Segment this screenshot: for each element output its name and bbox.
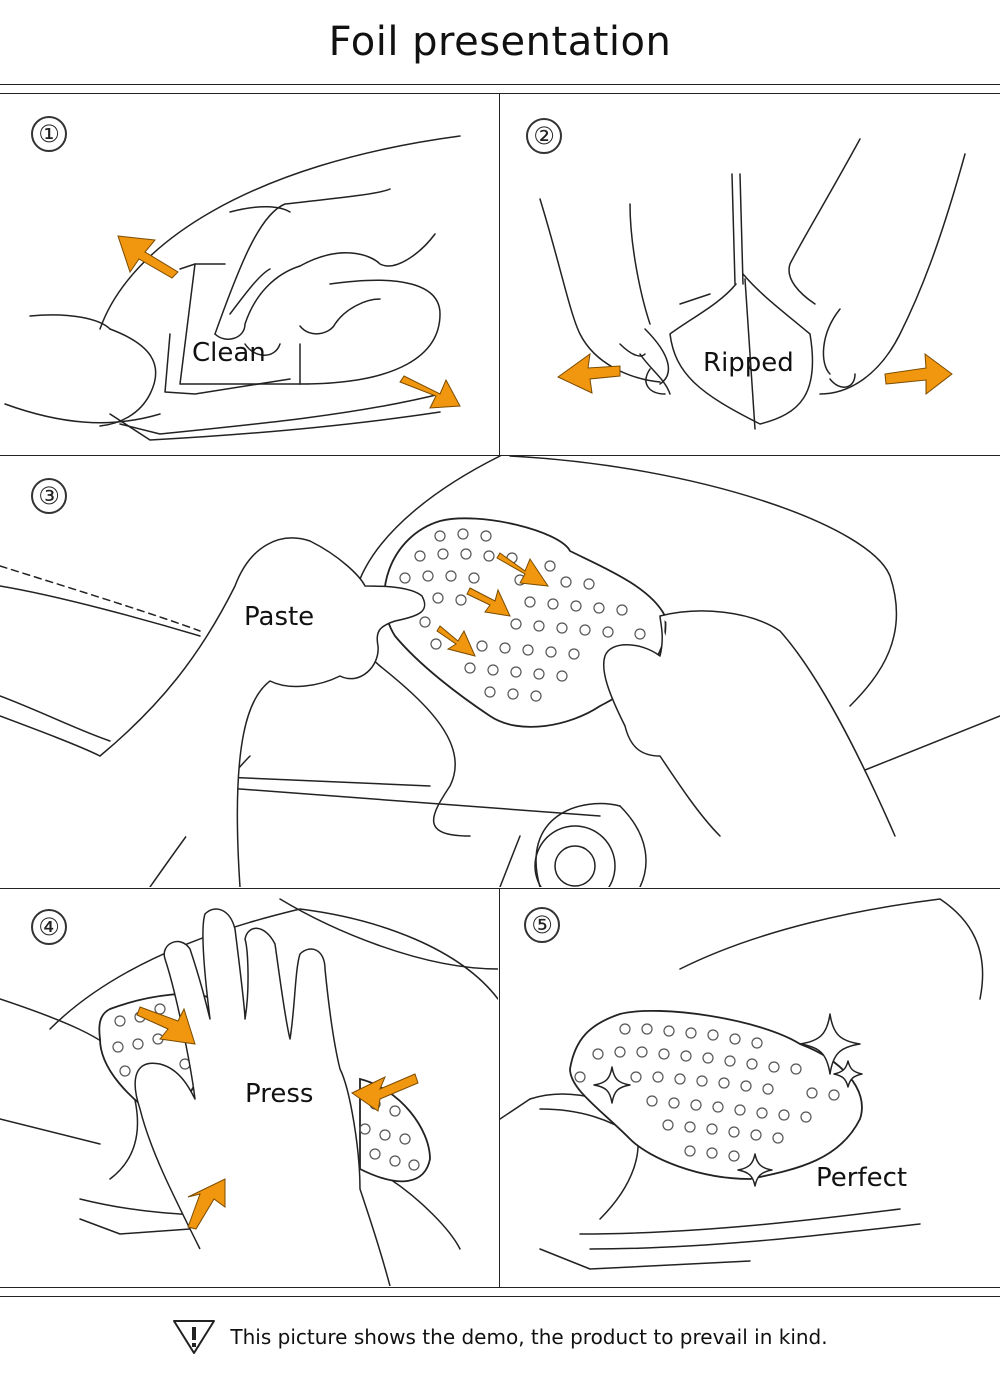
footer-note: This picture shows the demo, the product… bbox=[0, 1300, 1000, 1373]
ripped-illustration bbox=[539, 138, 966, 430]
step-number-2: ② bbox=[526, 118, 562, 154]
divider-col-1 bbox=[499, 93, 500, 455]
sparkle-icon bbox=[799, 1013, 861, 1075]
step-number-1: ① bbox=[31, 116, 67, 152]
step-panel-perfect: ⑤ Perfect bbox=[500, 889, 1000, 1286]
sparkle-icon bbox=[833, 1060, 863, 1088]
sparkles bbox=[593, 1013, 863, 1187]
step-label-clean: Clean bbox=[192, 338, 266, 368]
divider-top-inner bbox=[0, 93, 1000, 94]
step-number-3: ③ bbox=[31, 478, 67, 514]
step-panel-paste: ③ Paste bbox=[0, 456, 1000, 887]
foil-pad bbox=[383, 517, 667, 728]
step-label-press: Press bbox=[245, 1079, 314, 1109]
step-label-paste: Paste bbox=[244, 602, 315, 632]
press-arrow-right bbox=[351, 1073, 419, 1112]
step-number-4: ④ bbox=[31, 909, 67, 945]
footer-text: This picture shows the demo, the product… bbox=[230, 1324, 828, 1349]
clean-arrow-up-left bbox=[117, 235, 179, 279]
step-number-5: ⑤ bbox=[524, 907, 560, 943]
warning-triangle-icon bbox=[173, 1319, 216, 1354]
foil-pad-final bbox=[569, 1009, 863, 1180]
ripped-arrow-right bbox=[884, 352, 953, 396]
step-label-ripped: Ripped bbox=[703, 348, 794, 378]
paste-arrow-2 bbox=[466, 587, 511, 617]
right-hand bbox=[603, 610, 896, 837]
step-panel-ripped: ② Ripped bbox=[500, 94, 1000, 454]
paste-arrow-3 bbox=[436, 625, 476, 657]
page-title: Foil presentation bbox=[328, 19, 672, 65]
perfect-illustration bbox=[500, 898, 984, 1270]
press-illustration bbox=[0, 898, 498, 1286]
divider-top bbox=[0, 84, 1000, 85]
paste-arrow-1 bbox=[496, 552, 550, 587]
ripped-arrow-left bbox=[557, 352, 621, 394]
divider-bottom-inner bbox=[0, 1296, 1000, 1297]
sparkle-icon bbox=[593, 1066, 631, 1104]
step-label-perfect: Perfect bbox=[816, 1163, 908, 1193]
press-arrow-bottom bbox=[187, 1178, 226, 1230]
press-arrow-top bbox=[136, 1006, 196, 1045]
divider-col-2 bbox=[499, 888, 500, 1287]
divider-row-2 bbox=[0, 888, 1000, 889]
final-foil-dots bbox=[574, 1023, 840, 1162]
divider-bottom bbox=[0, 1287, 1000, 1288]
clean-illustration bbox=[4, 135, 461, 441]
paste-illustration bbox=[0, 456, 1000, 887]
sparkle-icon bbox=[737, 1153, 773, 1187]
step-panel-press: ④ Press bbox=[0, 889, 498, 1286]
step-panel-clean: ① Clean bbox=[0, 94, 498, 454]
clean-arrow-down-right bbox=[399, 375, 461, 409]
left-hand bbox=[99, 537, 426, 887]
